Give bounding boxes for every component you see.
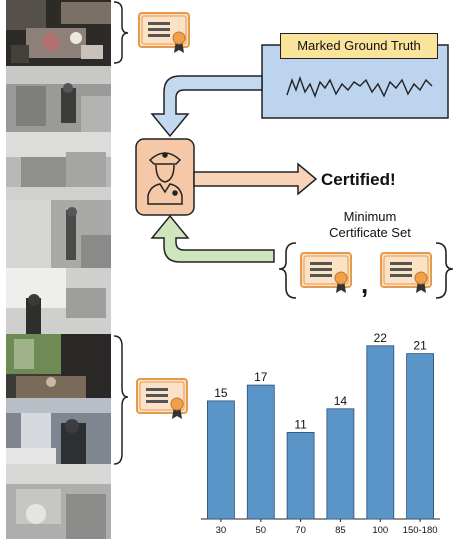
ground-truth-label: Marked Ground Truth <box>280 33 438 59</box>
minimum-certificate-set-line-1: Minimum <box>343 209 397 224</box>
certificate-set-right-brace <box>435 242 453 299</box>
minimum-certificate-set-line-2: Certificate Set <box>329 225 411 240</box>
certificate-set-arrow <box>150 214 275 263</box>
video-frame-color-top <box>6 0 111 66</box>
certificate-icon-top <box>138 12 190 53</box>
video-frame-color-2 <box>6 334 111 398</box>
certificate-icon-bottom <box>136 378 188 419</box>
video-frame-gray-3 <box>6 200 111 268</box>
bar-100 <box>366 345 395 520</box>
x-tick-label-70: 70 <box>295 525 306 536</box>
bar-value-label-30: 15 <box>214 386 228 400</box>
video-frame-color-3 <box>6 398 111 464</box>
bar-chart: 15 30 17 50 11 70 14 85 22 100 21 150-180 <box>201 331 440 536</box>
bar-value-label-100: 22 <box>374 331 388 345</box>
ground-truth-signal <box>286 75 433 98</box>
video-frame-strip <box>6 0 111 539</box>
x-tick-label-50: 50 <box>256 525 267 536</box>
certificate-set-left-brace <box>278 242 297 299</box>
bar-30 <box>206 400 235 520</box>
bar-50 <box>246 384 275 520</box>
ground-truth-arrow <box>150 75 263 138</box>
video-frame-gray-2 <box>6 132 111 200</box>
police-officer-icon <box>147 152 183 205</box>
video-frame-gray-5 <box>6 464 111 539</box>
bottom-frames-bracket <box>113 335 129 465</box>
bar-70 <box>286 431 315 520</box>
certificate-icon-set-1 <box>300 252 352 293</box>
certificate-separator: , <box>361 269 368 299</box>
bar-value-label-150-180: 21 <box>413 339 427 353</box>
bar-150-180 <box>406 353 435 520</box>
video-frame-gray-1 <box>6 66 111 132</box>
certified-arrow <box>193 162 318 196</box>
x-tick-label-100: 100 <box>372 525 388 536</box>
bar-value-label-50: 17 <box>254 370 268 384</box>
x-tick-label-85: 85 <box>335 525 346 536</box>
certified-label: Certified! <box>321 170 396 189</box>
video-frame-gray-4 <box>6 268 111 334</box>
x-tick-label-30: 30 <box>216 525 227 536</box>
bar-value-label-85: 14 <box>334 394 348 408</box>
bar-value-label-70: 11 <box>294 417 307 431</box>
certificate-icon-set-2 <box>380 252 432 293</box>
top-frames-bracket <box>113 1 129 64</box>
bar-85 <box>326 408 355 520</box>
x-tick-label-150-180: 150-180 <box>403 525 438 536</box>
